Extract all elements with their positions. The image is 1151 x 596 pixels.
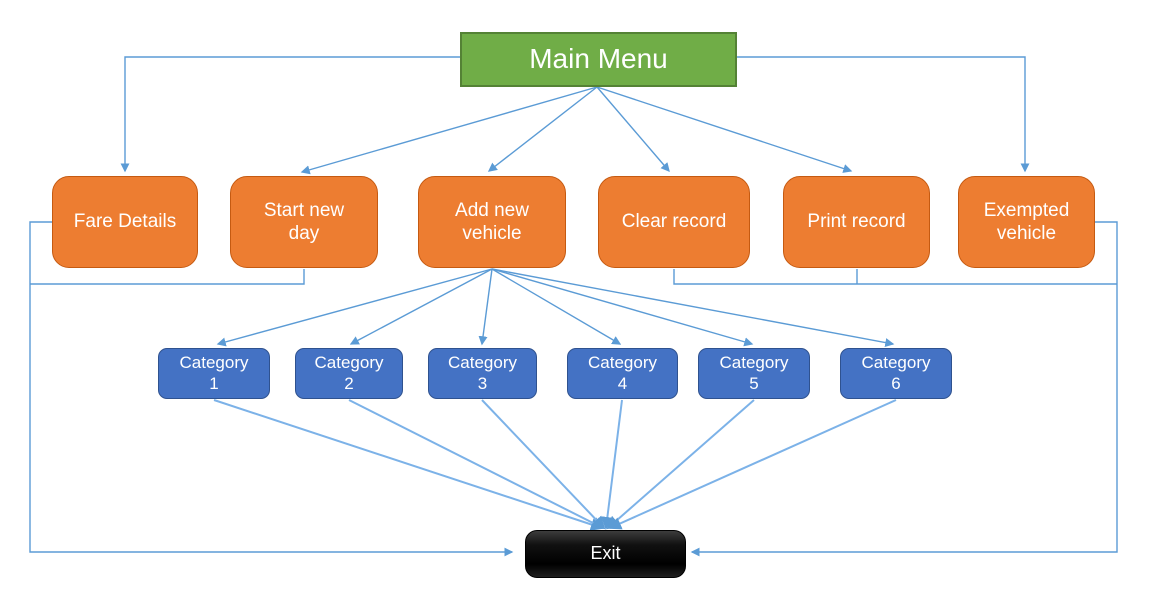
node-label-line: vehicle — [996, 223, 1057, 244]
node-label-line: Category — [179, 352, 249, 372]
menu-node-clear-record: Clear record — [598, 176, 750, 268]
main-menu-node: Main Menu — [460, 32, 737, 87]
node-label-line: 2 — [344, 373, 354, 393]
exit-label: Exit — [590, 543, 621, 564]
node-label-line: Exempted — [983, 199, 1070, 221]
node-label-line: Category — [588, 352, 657, 372]
node-label-line: Category — [314, 352, 384, 372]
node-label-line: day — [288, 223, 320, 244]
category-node-5: Category 5 — [698, 348, 810, 399]
node-label-line: 6 — [891, 373, 901, 393]
menu-node-fare-details: Fare Details — [52, 176, 198, 268]
category-node-3: Category 3 — [428, 348, 537, 399]
node-label-line: 4 — [617, 373, 628, 393]
node-label-line: Fare Details — [73, 211, 177, 233]
category-node-4: Category 4 — [567, 348, 678, 399]
node-label-line: 5 — [749, 373, 759, 393]
category-node-6: Category 6 — [840, 348, 952, 399]
menu-node-start-new-day: Start new day — [230, 176, 378, 268]
node-label-line: Start new — [263, 199, 345, 221]
node-label-line: Print record — [807, 211, 906, 233]
node-label-line: vehicle — [462, 223, 522, 244]
menu-node-exempted-vehicle: Exempted vehicle — [958, 176, 1095, 268]
node-label-line: Add new — [455, 199, 529, 221]
menu-node-add-new-vehicle: Add new vehicle — [418, 176, 566, 268]
category-node-2: Category 2 — [295, 348, 403, 399]
node-label-line: 3 — [477, 373, 488, 393]
node-label-line: Category — [719, 352, 789, 372]
node-label-line: 1 — [209, 373, 219, 393]
exit-node: Exit — [525, 530, 686, 578]
main-menu-label: Main Menu — [529, 43, 668, 75]
node-label-line: Clear record — [621, 211, 727, 233]
menu-node-print-record: Print record — [783, 176, 930, 268]
category-node-1: Category 1 — [158, 348, 270, 399]
node-label-line: Category — [448, 352, 517, 372]
node-label-line: Category — [861, 352, 931, 372]
